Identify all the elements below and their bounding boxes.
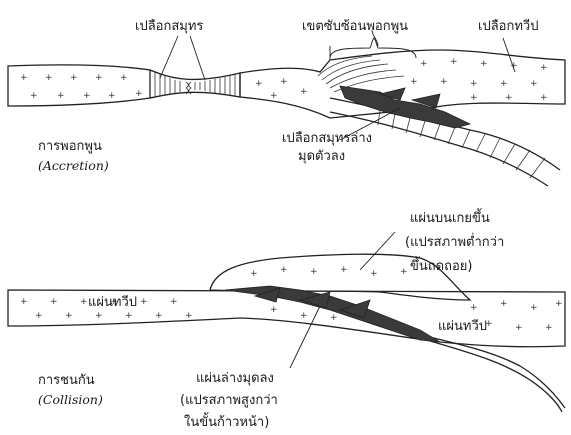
svg-text:+: + — [450, 57, 458, 67]
svg-text:+: + — [540, 63, 548, 73]
svg-text:+: + — [270, 305, 278, 315]
svg-text:+: + — [140, 297, 148, 307]
svg-text:+: + — [530, 303, 538, 313]
svg-text:+: + — [57, 91, 65, 101]
svg-text:+: + — [30, 91, 38, 101]
label-upper-plate-line2: (แปรสภาพต่ำกว่า — [405, 233, 504, 250]
svg-text:+: + — [470, 93, 478, 103]
svg-text:+: + — [155, 311, 163, 321]
label-lower-oceanic-crust-line2: มุดตัวลง — [298, 149, 345, 164]
svg-text:+: + — [500, 299, 508, 309]
svg-text:+: + — [310, 267, 318, 277]
label-upper-plate-line3: ขึ้นถดถอย) — [410, 256, 472, 274]
label-continental-left: แผ่นทวีป — [88, 294, 137, 310]
label-lower-plate-line3: ในขั้นก้าวหน้า) — [184, 412, 269, 430]
svg-text:+: + — [120, 73, 128, 83]
svg-text:+: + — [400, 267, 408, 277]
svg-text:+: + — [20, 73, 28, 83]
accretionary-wedge — [318, 56, 404, 92]
svg-text:+: + — [530, 79, 538, 89]
svg-text:+: + — [135, 89, 143, 99]
svg-text:+: + — [420, 59, 428, 69]
svg-text:+: + — [505, 93, 513, 103]
svg-text:+: + — [410, 77, 418, 87]
collision-subtitle: (Collision) — [38, 392, 103, 407]
label-lower-plate-line2: (แปรสภาพสูงกว่า — [180, 393, 278, 408]
svg-text:+: + — [545, 323, 553, 333]
accretion-title: การพอกพูน — [38, 139, 102, 154]
svg-text:+: + — [470, 303, 478, 313]
collision-title: การชนกัน — [38, 373, 95, 388]
accretion-panel: +++++ +++++ ++++ +++++ +++++ +++ เปลือกส… — [8, 18, 565, 186]
crust-pattern: +++++ +++++ ++++ +++++ +++++ +++ — [20, 57, 548, 103]
svg-text:+: + — [20, 297, 28, 307]
svg-text:+: + — [480, 59, 488, 69]
svg-text:+: + — [35, 311, 43, 321]
svg-text:+: + — [95, 73, 103, 83]
svg-text:+: + — [185, 311, 193, 321]
svg-text:+: + — [95, 311, 103, 321]
svg-text:+: + — [45, 73, 53, 83]
dark-thrust-slices — [340, 86, 470, 128]
subducting-tail — [400, 330, 565, 412]
svg-text:+: + — [540, 93, 548, 103]
svg-text:+: + — [370, 269, 378, 279]
label-upper-plate: แผ่นบนเกยขึ้น — [410, 208, 490, 226]
label-lower-oceanic-crust: เปลือกสมุทรล่าง — [282, 130, 372, 146]
svg-text:+: + — [108, 91, 116, 101]
svg-text:+: + — [170, 297, 178, 307]
svg-text:+: + — [280, 265, 288, 275]
svg-text:+: + — [83, 91, 91, 101]
label-continental-right: แผ่นทวีป — [438, 318, 487, 334]
svg-text:+: + — [250, 269, 258, 279]
svg-text:+: + — [255, 79, 263, 89]
svg-text:+: + — [555, 299, 563, 309]
collision-panel: ++++++ ++++++ ++++++ ++++ +++ +++ แผ่นบน… — [8, 208, 565, 430]
label-accretionary-wedge: เขตซับซ้อนพอกพูน — [302, 19, 408, 34]
label-oceanic-crust: เปลือกสมุทร — [135, 18, 203, 34]
svg-text:+: + — [330, 313, 338, 323]
svg-text:+: + — [270, 91, 278, 101]
svg-text:+: + — [125, 311, 133, 321]
svg-text:+: + — [70, 73, 78, 83]
svg-text:+: + — [515, 323, 523, 333]
label-lower-plate: แผ่นล่างมุดลง — [196, 371, 274, 386]
svg-text:+: + — [280, 77, 288, 87]
label-continental-crust: เปลือกทวีป — [478, 18, 538, 34]
svg-text:+: + — [300, 311, 308, 321]
svg-text:+: + — [440, 77, 448, 87]
svg-text:+: + — [340, 265, 348, 275]
svg-text:+: + — [80, 297, 88, 307]
accretion-subtitle: (Accretion) — [38, 158, 109, 173]
svg-text:+: + — [300, 87, 308, 97]
svg-text:+: + — [470, 79, 478, 89]
svg-text:+: + — [50, 297, 58, 307]
svg-text:+: + — [65, 311, 73, 321]
svg-text:+: + — [500, 79, 508, 89]
